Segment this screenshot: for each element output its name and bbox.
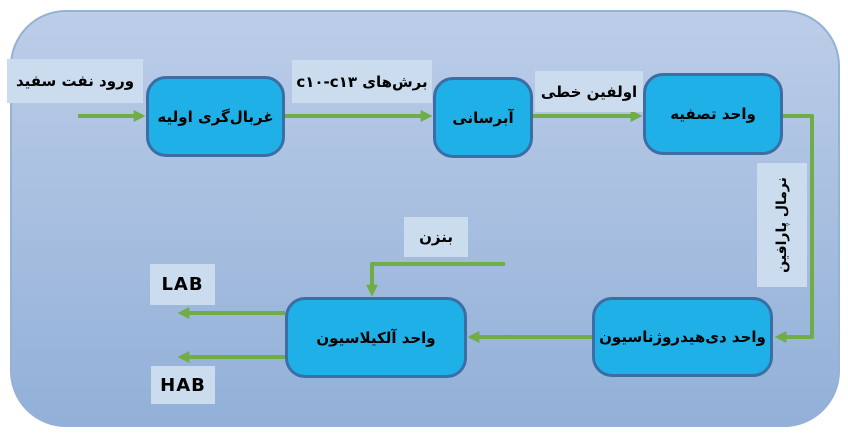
label-benzene: بنزن (404, 217, 468, 257)
node-alkylation-unit: واحد آلکیلاسیون (285, 297, 467, 378)
label-benzene-text: بنزن (419, 228, 453, 246)
node-hydration-unit: آبرسانی (433, 77, 533, 158)
label-hab-product-text: HAB (160, 374, 206, 396)
label-normal-paraffin-text: نرمال پارافین (774, 177, 790, 273)
node-dehydrogenation-unit-text: واحد دی‌هیدروژناسیون (599, 328, 766, 346)
label-normal-paraffin: نرمال پارافین (757, 163, 807, 287)
label-kerosene-input-text: ورود نفت سفید (15, 72, 135, 90)
node-alkylation-unit-text: واحد آلکیلاسیون (316, 328, 436, 347)
label-linear-olefin: اولفین خطی (535, 71, 643, 112)
label-kerosene-input: ورود نفت سفید (7, 59, 143, 103)
label-lab-product-text: LAB (161, 274, 204, 295)
label-lab-product: LAB (150, 264, 215, 305)
node-treatment-unit: واحد تصفیه (643, 73, 783, 155)
label-c10-c13-cuts-text: برش‌های ‪c۱۰-c۱۳‬ (296, 72, 428, 91)
node-initial-screening: غربال‌گری اولیه (146, 76, 285, 157)
node-dehydrogenation-unit: واحد دی‌هیدروژناسیون (592, 297, 773, 377)
label-c10-c13-cuts: برش‌های ‪c۱۰-c۱۳‬ (292, 60, 432, 103)
node-treatment-unit-text: واحد تصفیه (670, 105, 756, 123)
node-hydration-unit-text: آبرسانی (452, 108, 514, 127)
node-initial-screening-text: غربال‌گری اولیه (157, 107, 274, 126)
label-hab-product: HAB (151, 366, 215, 404)
label-linear-olefin-text: اولفین خطی (540, 82, 638, 101)
